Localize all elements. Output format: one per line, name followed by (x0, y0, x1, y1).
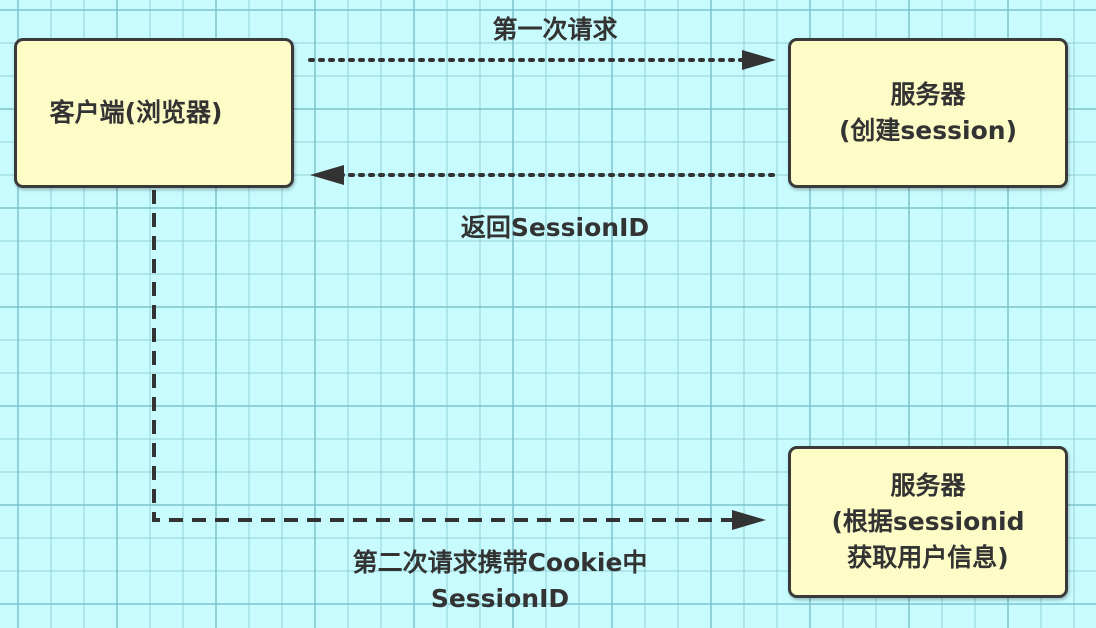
server-lookup-session-node[interactable]: 服务器 (根据sessionid 获取用户信息) (788, 446, 1068, 598)
client-node-label: 客户端(浏览器) (49, 98, 223, 127)
arrowhead-return-session (310, 165, 344, 185)
edge-second-request[interactable] (152, 190, 735, 522)
client-browser-node[interactable]: 客户端(浏览器) (14, 38, 294, 188)
edge-label-second-request: 第二次请求携带Cookie中 SessionID (290, 545, 710, 617)
server-lookup-subtitle-2: 获取用户信息) (847, 543, 1009, 572)
edge-label-second-line-1: 第二次请求携带Cookie中 (352, 548, 648, 577)
edge-label-second-line-2: SessionID (430, 584, 570, 613)
edge-label-return-session: 返回SessionID (460, 213, 650, 242)
arrowhead-second-request (732, 510, 766, 530)
server-create-subtitle: (创建session) (839, 116, 1017, 145)
server-create-session-node[interactable]: 服务器 (创建session) (788, 38, 1068, 188)
server-create-title: 服务器 (890, 80, 966, 109)
server-lookup-title: 服务器 (890, 471, 966, 500)
arrowhead-first-request (742, 50, 776, 70)
server-lookup-subtitle-1: (根据sessionid (831, 507, 1025, 536)
edge-label-first-request: 第一次请求 (492, 15, 618, 44)
